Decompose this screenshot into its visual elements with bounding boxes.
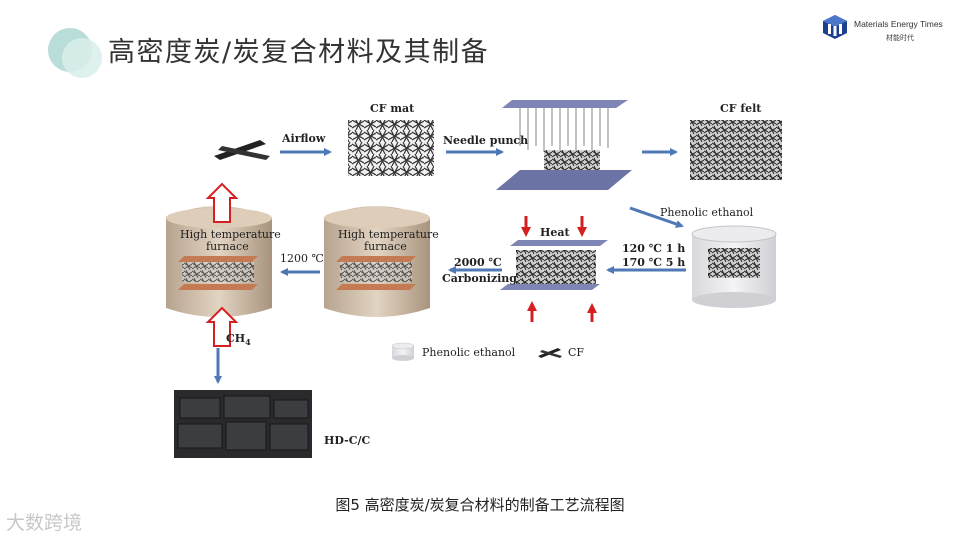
furnace2-label-line2: furnace [364,240,407,253]
phenolic-drum [691,225,777,308]
furnace1-label-line1: High temperature [180,228,281,241]
figure-caption: 图5 高密度炭/炭复合材料的制备工艺流程图 [335,496,625,514]
needle-punch-machine [496,100,632,190]
logo-subtitle: 材能时代 [886,34,914,42]
ch4-main: CH [226,332,245,345]
legend-cf-label: CF [568,346,584,359]
slide-title: 高密度炭/炭复合材料及其制备 [108,37,490,68]
cure-step-2: 170 ℃ 5 h [622,256,685,269]
carbonizing-label: Carbonizing [442,272,517,285]
legend-phenolic-label: Phenolic ethanol [422,346,516,359]
carbonizing-temp: 2000 ℃ [454,256,502,269]
legend-phenolic-icon [391,342,415,361]
furnace1-label-line2: furnace [206,240,249,253]
to-impregnation-arrow [629,206,684,228]
process-diagram: Airflow CF mat Needle punch CF felt Phen… [166,100,782,458]
cf-bundle [214,140,270,160]
phenolic-ethanol-label: Phenolic ethanol [660,206,754,219]
carbonizing-furnace [324,206,430,317]
watermark: 大数跨境 [6,512,83,534]
cube-logo-icon [823,15,847,39]
ch4-label: CH4 [226,332,251,347]
exhaust-arrow-up [205,182,239,223]
product-label: HD-C/C [324,434,370,447]
cf-felt-label: CF felt [720,102,762,115]
cvd-furnace [166,206,272,317]
legend-cf-icon [538,348,562,358]
cf-mat-label: CF mat [370,102,415,115]
hot-press [500,240,608,290]
cure-step-1: 120 ℃ 1 h [622,242,685,255]
furnace2-label-line1: High temperature [338,228,439,241]
ch4-inlet-arrow [205,306,239,347]
needle-punch-label: Needle punch [443,134,528,147]
logo-name: Materials Energy Times [854,19,943,29]
airflow-label: Airflow [281,132,326,145]
cf-felt [690,120,782,180]
cvd-temp: 1200 ℃ [280,252,324,265]
ch4-subscript: 4 [245,337,251,347]
product-photo [174,390,312,458]
accent-circle-small [62,38,102,78]
cf-mat [348,120,434,176]
brand-logo: Materials Energy Times 材能时代 [822,14,950,58]
heat-label: Heat [540,226,571,239]
